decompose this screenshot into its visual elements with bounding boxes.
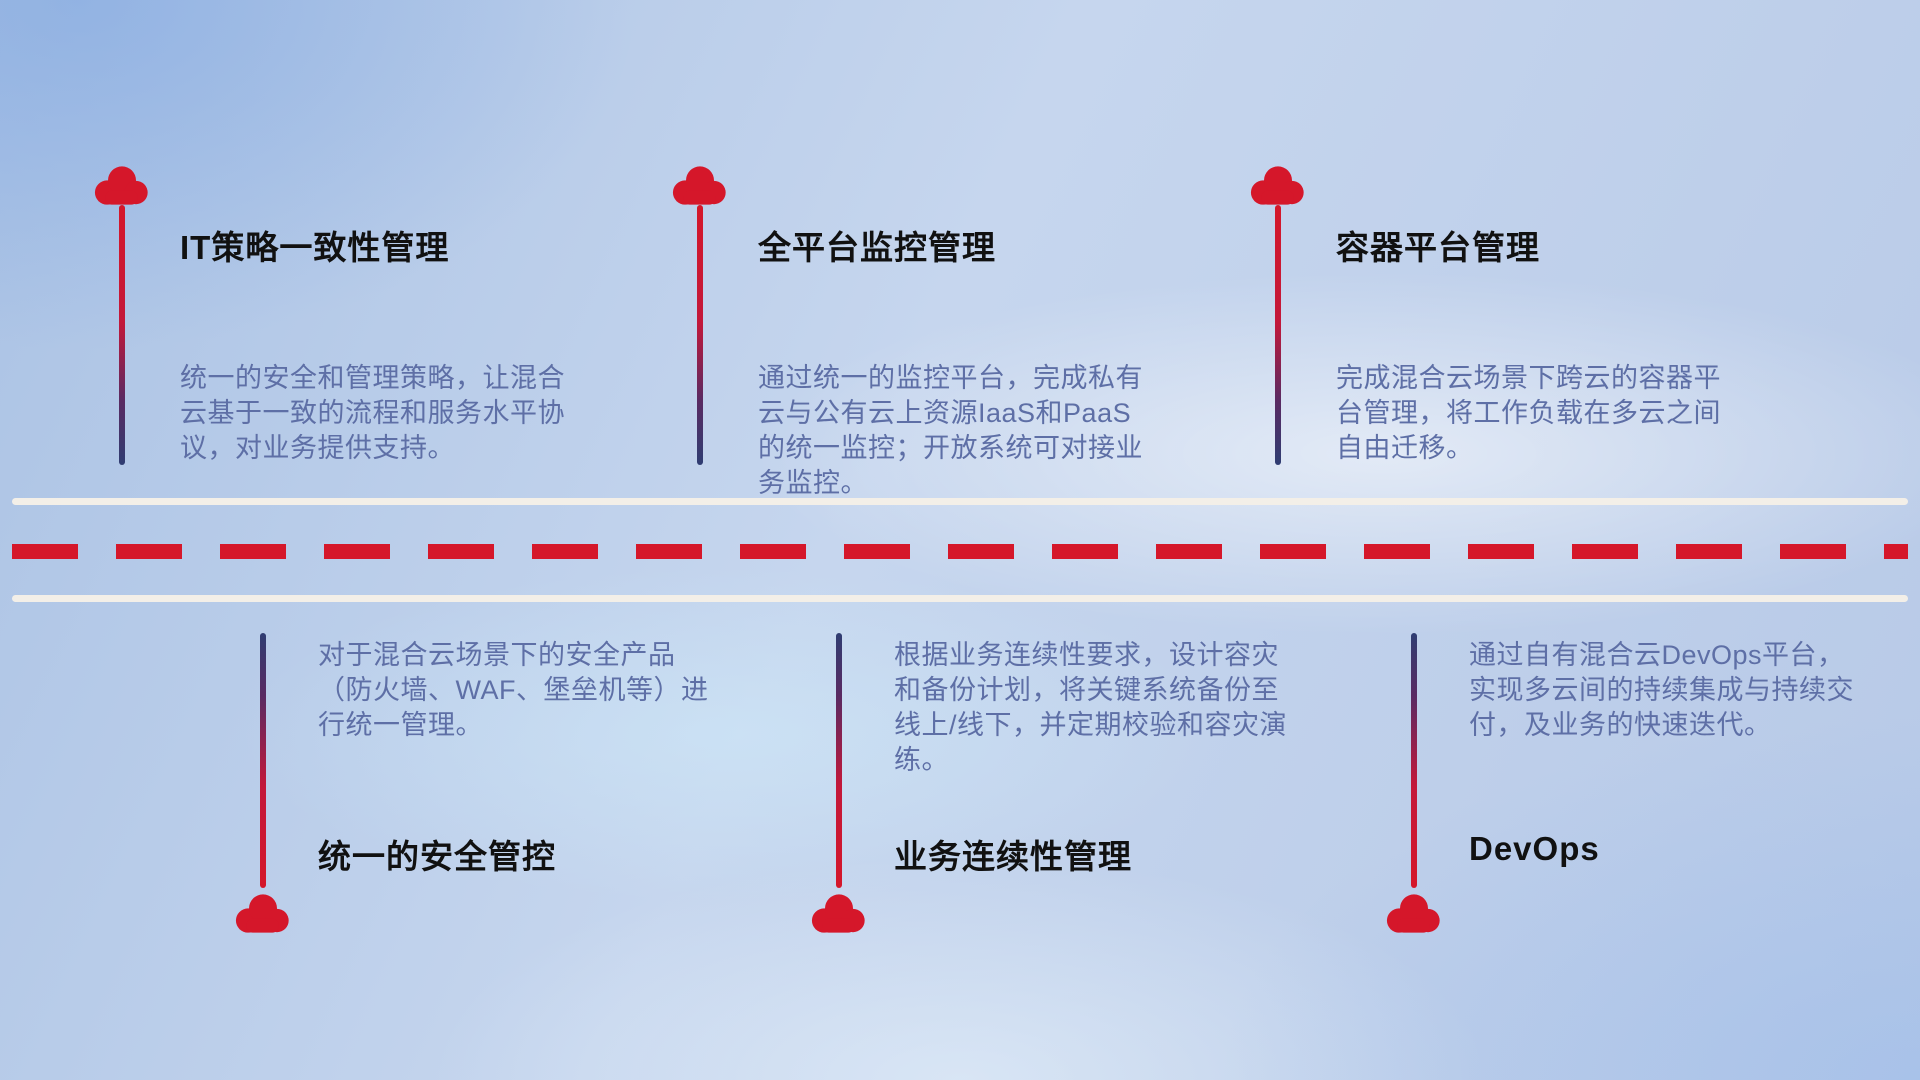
item-description: 对于混合云场景下的安全产品（防火墙、WAF、堡垒机等）进行统一管理。 [318,640,709,740]
road-top-line [12,498,1908,505]
timeline-stem [1411,633,1417,888]
timeline-stem [119,205,125,465]
item-title: 业务连续性管理 [894,838,1132,875]
cloud-icon [1250,165,1306,207]
item-description: 统一的安全和管理策略，让混合云基于一致的流程和服务水平协议，对业务提供支持。 [180,363,565,463]
cloud-icon [94,165,150,207]
item-description: 根据业务连续性要求，设计容灾和备份计划，将关键系统备份至线上/线下，并定期校验和… [894,640,1288,775]
item-title: IT策略一致性管理 [180,229,450,266]
item-description: 完成混合云场景下跨云的容器平台管理，将工作负载在多云之间自由迁移。 [1336,363,1721,463]
item-description: 通过统一的监控平台，完成私有云与公有云上资源IaaS和PaaS的统一监控；开放系… [758,363,1143,498]
item-title: 容器平台管理 [1336,229,1540,266]
cloud-icon [672,165,728,207]
item-description: 通过自有混合云DevOps平台，实现多云间的持续集成与持续交付，及业务的快速迭代… [1469,640,1854,740]
cloud-icon [811,893,867,935]
item-title: DevOps [1469,830,1600,867]
timeline-stem [836,633,842,888]
item-title: 统一的安全管控 [318,838,556,875]
cloud-icon [235,893,291,935]
road-dashed-center-line [12,544,1908,559]
item-title: 全平台监控管理 [758,229,996,266]
timeline-stem [697,205,703,465]
road-bottom-line [12,595,1908,602]
timeline-stem [1275,205,1281,465]
cloud-icon [1386,893,1442,935]
road-divider [12,498,1908,602]
timeline-stem [260,633,266,888]
